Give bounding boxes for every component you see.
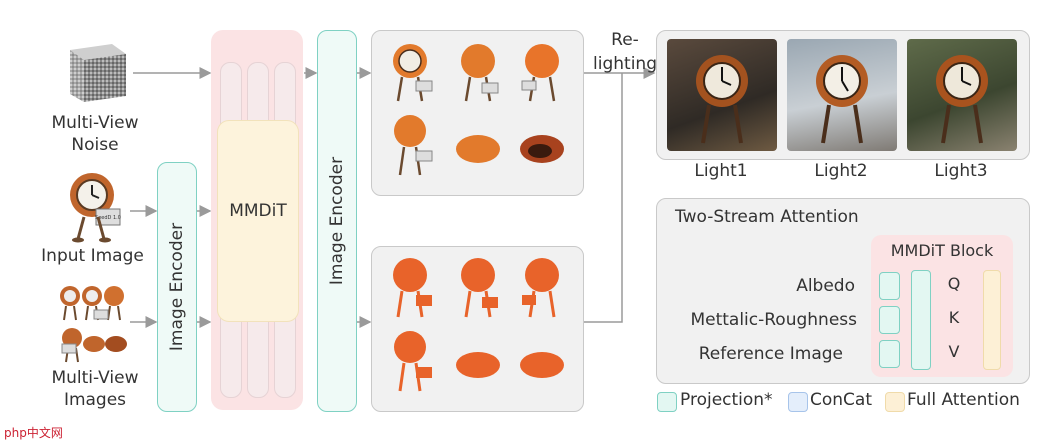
material-map-thumbnails: [393, 258, 564, 392]
light-label-3: Light3: [934, 161, 988, 181]
multi-view-images-grid: [54, 282, 130, 366]
legend-concat: ConCat: [810, 390, 872, 410]
q-label: Q: [947, 274, 961, 293]
rendered-views-panel: [371, 30, 584, 196]
noise-label-2: Noise: [71, 135, 119, 155]
relit-results-panel: [656, 30, 1030, 160]
row-label-albedo: Albedo: [796, 276, 855, 296]
legend-projection: Projection*: [680, 390, 773, 410]
two-stream-title: Two-Stream Attention: [675, 207, 859, 227]
robot-sign-text: SeedD 1.0: [95, 215, 121, 221]
row-label-reference-image: Reference Image: [698, 344, 843, 364]
noise-cube-image: [70, 44, 126, 102]
light-label-2: Light2: [814, 161, 868, 181]
two-stream-attention-panel: Two-Stream Attention MMDiT Block Albedo …: [656, 198, 1030, 384]
image-encoder-left: Image Encoder: [157, 162, 197, 412]
legend-concat-swatch: [788, 392, 808, 412]
mmdit-module: MMDiT: [211, 30, 303, 410]
mmdit-core: MMDiT: [217, 120, 299, 322]
watermark: php中文网: [4, 426, 63, 440]
input-image-label: Input Image: [41, 246, 144, 266]
legend-full-attention-swatch: [885, 392, 905, 412]
projection-box-tall: [911, 270, 931, 370]
projection-box-2: [879, 306, 900, 334]
projection-box-1: [879, 272, 900, 300]
relit-photo-2: [787, 39, 897, 151]
image-encoder-left-label: Image Encoder: [167, 222, 187, 352]
image-encoder-right: Image Encoder: [317, 30, 357, 412]
projection-box-3: [879, 340, 900, 368]
noise-label: Multi-View: [51, 113, 139, 133]
mv-images-label-2: Images: [63, 390, 127, 410]
k-label: K: [948, 308, 960, 327]
legend-full-attention: Full Attention: [907, 390, 1020, 410]
image-encoder-right-label: Image Encoder: [327, 156, 347, 286]
v-label: V: [948, 342, 960, 361]
relighting-label: Re-: [611, 30, 639, 50]
mmdit-block-title: MMDiT Block: [890, 241, 994, 260]
relighting-label-2: lighting: [593, 54, 657, 74]
light-label-1: Light1: [694, 161, 748, 181]
relit-photo-3: [907, 39, 1017, 151]
relit-photo-1: [667, 39, 777, 151]
full-attention-box: [983, 270, 1001, 370]
mv-images-label: Multi-View: [51, 368, 139, 388]
row-label-metallic-roughness: Mettalic-Roughness: [690, 310, 857, 330]
material-maps-panel: [371, 246, 584, 412]
input-robot-image: SeedD 1.0: [70, 173, 121, 243]
legend-projection-swatch: [657, 392, 677, 412]
view-thumbnails: [393, 44, 564, 176]
mmdit-label: MMDiT: [229, 201, 287, 221]
